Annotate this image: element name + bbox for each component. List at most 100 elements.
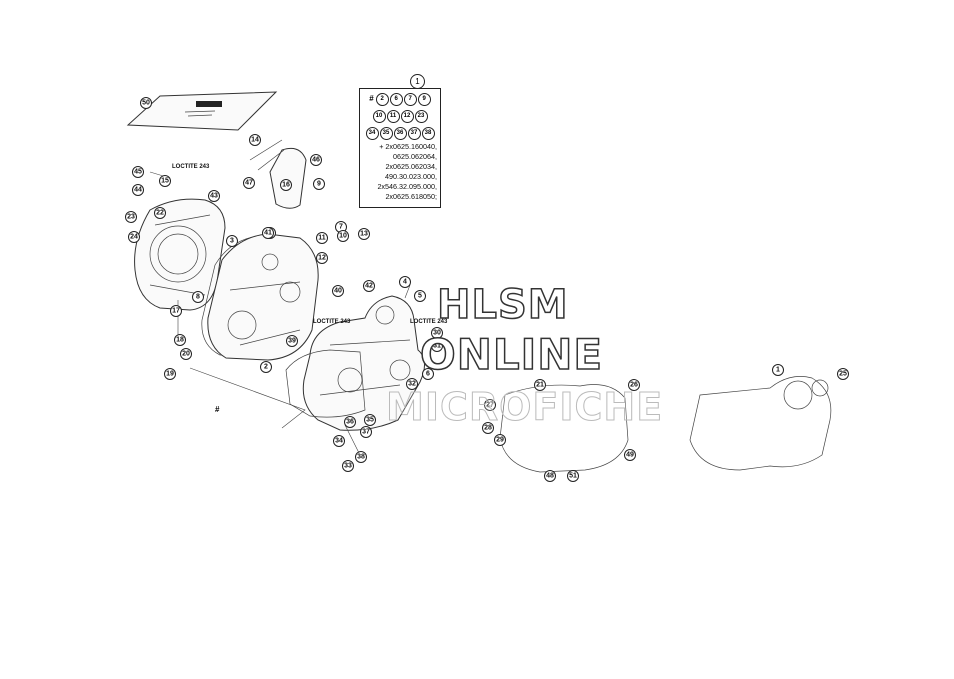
clutch-gasket[interactable] <box>499 384 629 473</box>
callout-circle <box>316 232 328 244</box>
part-callout-29[interactable]: 29 <box>494 434 506 446</box>
part-callout-37[interactable]: 37 <box>360 426 372 438</box>
part-callout-38[interactable]: 38 <box>355 451 367 463</box>
part-callout-13[interactable]: 13 <box>358 228 370 240</box>
kit-ref[interactable]: 35 <box>379 127 393 140</box>
part-callout-42[interactable]: 42 <box>363 280 375 292</box>
part-callout-48[interactable]: 48 <box>544 470 556 482</box>
part-callout-49[interactable]: 49 <box>624 449 636 461</box>
part-callout-32[interactable]: 32 <box>406 378 418 390</box>
part-callout-6[interactable]: 6 <box>422 368 434 380</box>
part-callout-24[interactable]: 24 <box>128 231 140 243</box>
callout-circle <box>192 291 204 303</box>
part-callout-27[interactable]: 27 <box>484 399 496 411</box>
callout-circle <box>544 470 556 482</box>
part-callout-14[interactable]: 14 <box>249 134 261 146</box>
kit-ref[interactable]: 23 <box>414 110 428 123</box>
part-callout-20[interactable]: 20 <box>180 348 192 360</box>
part-callout-41[interactable]: 41 <box>262 227 274 239</box>
kit-ref[interactable]: 37 <box>407 127 421 140</box>
callout-circle <box>364 414 376 426</box>
part-callout-19[interactable]: 19 <box>164 368 176 380</box>
part-callout-12[interactable]: 12 <box>316 252 328 264</box>
right-crankcase-half[interactable] <box>302 295 425 431</box>
loctite-label-3: LOCTITE 243 <box>410 319 448 325</box>
part-callout-11[interactable]: 11 <box>316 232 328 244</box>
part-callout-34[interactable]: 34 <box>333 435 345 447</box>
part-callout-43[interactable]: 43 <box>208 190 220 202</box>
kit-ref[interactable]: 6 <box>389 93 403 106</box>
callout-circle <box>280 179 292 191</box>
callout-circle <box>208 190 220 202</box>
part-callout-33[interactable]: 33 <box>342 460 354 472</box>
part-callout-3[interactable]: 3 <box>226 235 238 247</box>
callout-circle <box>534 379 546 391</box>
kit-number-callout[interactable]: 1 <box>410 74 425 89</box>
watermark-line-3: MICROFICHE <box>385 385 664 430</box>
kit-ref[interactable]: 12 <box>400 110 414 123</box>
part-callout-22[interactable]: 22 <box>154 207 166 219</box>
callout-circle <box>482 422 494 434</box>
callout-label: 36 <box>346 419 354 426</box>
part-callout-2[interactable]: 2 <box>260 361 272 373</box>
part-callout-28[interactable]: 28 <box>482 422 494 434</box>
kit-line: 490.30.023.000, <box>385 172 437 181</box>
part-callout-18[interactable]: 18 <box>174 334 186 346</box>
part-callout-1[interactable]: 1 <box>772 364 784 376</box>
callout-circle <box>494 434 506 446</box>
part-callout-8[interactable]: 8 <box>192 291 204 303</box>
part-callout-26[interactable]: 26 <box>628 379 640 391</box>
part-callout-16[interactable]: 16 <box>280 179 292 191</box>
part-callout-46[interactable]: 46 <box>310 154 322 166</box>
part-callout-35[interactable]: 35 <box>364 414 376 426</box>
callout-circle <box>567 470 579 482</box>
callout-circle <box>125 211 137 223</box>
part-callout-45[interactable]: 45 <box>132 166 144 178</box>
part-callout-44[interactable]: 44 <box>132 184 144 196</box>
callout-circle <box>337 230 349 242</box>
callout-circle <box>431 340 443 352</box>
callout-label: 22 <box>156 210 164 217</box>
part-callout-15[interactable]: 15 <box>159 175 171 187</box>
right-side-plate[interactable] <box>285 349 366 418</box>
part-callout-5[interactable]: 5 <box>414 290 426 302</box>
kit-ref[interactable]: 11 <box>386 110 400 123</box>
gasket-set-hash: # <box>215 405 220 414</box>
part-callout-10[interactable]: 10 <box>337 230 349 242</box>
kit-row-2: 10 11 12 23 <box>360 110 440 123</box>
ignition-cover[interactable] <box>134 198 226 311</box>
part-callout-36[interactable]: 36 <box>344 416 356 428</box>
kit-ref[interactable]: 7 <box>403 93 417 106</box>
part-callout-23[interactable]: 23 <box>125 211 137 223</box>
part-callout-30[interactable]: 30 <box>431 327 443 339</box>
callout-label: 23 <box>127 214 135 221</box>
manual-booklet[interactable] <box>126 91 278 131</box>
crankcase-gasket[interactable] <box>689 376 832 471</box>
part-callout-4[interactable]: 4 <box>399 276 411 288</box>
part-callout-25[interactable]: 25 <box>837 368 849 380</box>
callout-label: 38 <box>357 454 365 461</box>
kit-ref[interactable]: 36 <box>393 127 407 140</box>
callout-circle <box>243 177 255 189</box>
kit-ref[interactable]: 9 <box>417 93 431 106</box>
left-crankcase-half[interactable] <box>207 233 319 361</box>
part-callout-39[interactable]: 39 <box>286 335 298 347</box>
part-callout-51[interactable]: 51 <box>567 470 579 482</box>
kit-ref[interactable]: 38 <box>421 127 435 140</box>
callout-circle <box>154 207 166 219</box>
kit-ref[interactable]: 2 <box>375 93 389 106</box>
callout-circle <box>316 252 328 264</box>
part-callout-47[interactable]: 47 <box>243 177 255 189</box>
kit-ref[interactable]: 34 <box>365 127 379 140</box>
part-callout-31[interactable]: 31 <box>431 340 443 352</box>
part-callout-21[interactable]: 21 <box>534 379 546 391</box>
chain-guard[interactable] <box>249 139 307 209</box>
kit-ref[interactable]: 10 <box>372 110 386 123</box>
part-callout-9[interactable]: 9 <box>313 178 325 190</box>
callout-label: 32 <box>408 381 416 388</box>
part-callout-50[interactable]: 50 <box>140 97 152 109</box>
part-callout-40[interactable]: 40 <box>332 285 344 297</box>
part-callout-17[interactable]: 17 <box>170 305 182 317</box>
callout-circle <box>624 449 636 461</box>
